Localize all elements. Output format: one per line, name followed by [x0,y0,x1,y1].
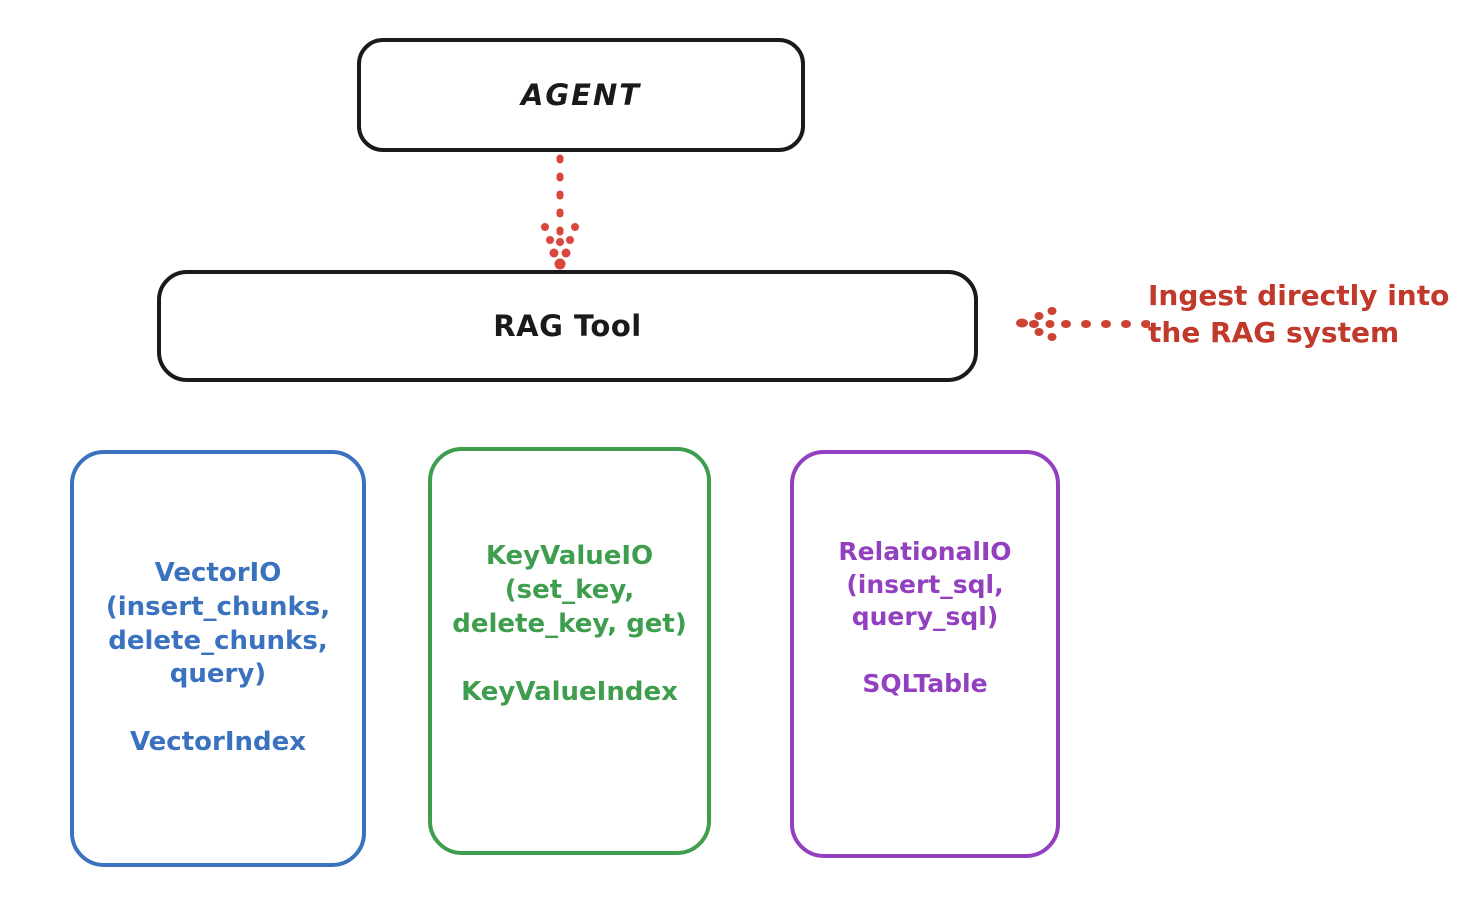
node-agent-label: AGENT [520,78,642,112]
node-rag-tool[interactable]: RAG Tool [157,270,978,382]
node-relational-io-api-label: RelationalIO (insert_sql, query_sql) [838,537,1012,631]
connector-agent-to-rag-tool [541,154,579,270]
node-key-value-io-index-label: KeyValueIndex [461,676,678,707]
node-key-value-io[interactable]: KeyValueIO (set_key, delete_key, get) Ke… [428,447,711,855]
node-rag-tool-label: RAG Tool [493,309,642,343]
connector-ingest-to-rag-tool [1016,307,1150,341]
node-key-value-io-api-label: KeyValueIO (set_key, delete_key, get) [452,541,687,639]
node-vector-io[interactable]: VectorIO (insert_chunks, delete_chunks, … [70,450,366,867]
node-relational-io[interactable]: RelationalIO (insert_sql, query_sql) SQL… [790,450,1060,858]
node-vector-io-index-label: VectorIndex [129,727,307,758]
node-relational-io-index-label: SQLTable [862,668,988,698]
node-vector-io-api-label: VectorIO (insert_chunks, delete_chunks, … [105,558,331,690]
annotation-ingest-note: Ingest directly into the RAG system [1148,279,1450,350]
node-agent[interactable]: AGENT [357,38,805,152]
